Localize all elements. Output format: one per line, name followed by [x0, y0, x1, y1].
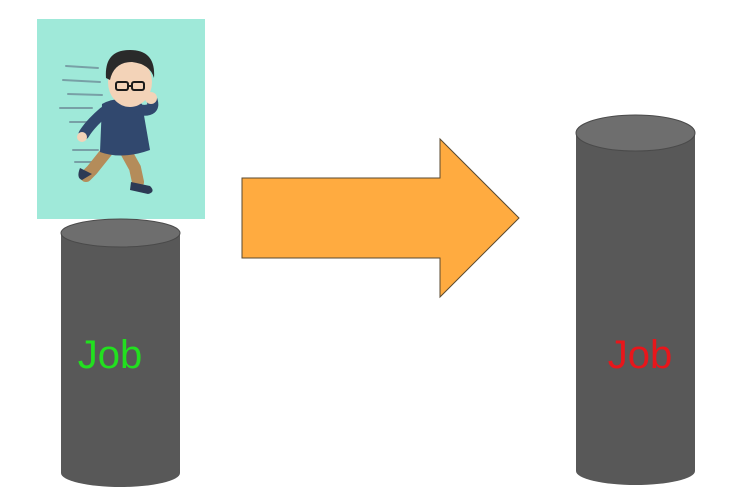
right-cylinder-top: [575, 114, 696, 152]
left-job-cylinder: Job: [60, 218, 181, 487]
running-man-icon: [59, 50, 159, 194]
person-card: [37, 19, 205, 219]
right-arrow-icon: [241, 137, 520, 299]
left-cylinder-bottom: [61, 459, 180, 487]
left-cylinder-label: Job: [78, 333, 143, 377]
left-cylinder-body: [61, 233, 180, 473]
right-cylinder-body: [576, 133, 695, 471]
left-cylinder-top: [60, 218, 181, 248]
right-cylinder-bottom: [576, 457, 695, 485]
right-cylinder-label: Job: [608, 333, 673, 377]
right-job-cylinder: Job: [575, 114, 696, 485]
